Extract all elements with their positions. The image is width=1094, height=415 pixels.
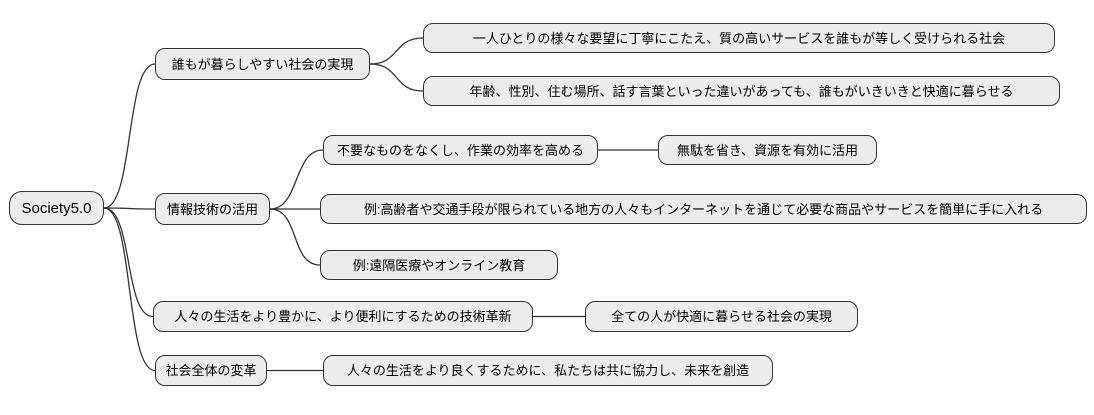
mindmap-node-b2: 情報技術の活用 <box>155 193 270 225</box>
mindmap-node-root: Society5.0 <box>9 191 104 225</box>
mindmap-node-b3c1: 全ての人が快適に暮らせる社会の実現 <box>585 301 858 332</box>
edge-b2-b2c1 <box>269 149 324 210</box>
mindmap-node-b1c2: 年齢、性別、住む場所、話す言葉といった違いがあっても、誰もがいきいきと快適に暮ら… <box>423 76 1060 106</box>
edge-root-b2 <box>103 207 156 210</box>
edge-root-b4 <box>103 207 156 372</box>
mindmap-node-b2c1: 不要なものをなくし、作業の効率を高める <box>323 135 598 165</box>
mindmap-node-b1c1: 一人ひとりの様々な要望に丁寧にこたえ、質の高いサービスを誰もが等しく受けられる社… <box>423 23 1055 53</box>
edge-b2-b2c3 <box>269 208 321 266</box>
mindmap-node-b2c3: 例:遠隔医療やオンライン教育 <box>320 250 558 280</box>
node-label: 人々の生活をより良くするために、私たちは共に協力し、未来を創造 <box>346 363 750 378</box>
node-label: Society5.0 <box>21 199 92 217</box>
node-label: 社会全体の変革 <box>165 363 257 378</box>
edge-root-b3 <box>103 207 154 318</box>
edge-root-b1 <box>103 63 156 209</box>
edge-b1-b1c1 <box>369 37 424 65</box>
mindmap-node-b3: 人々の生活をより豊かに、より便利にするための技術革新 <box>153 301 533 332</box>
node-label: 一人ひとりの様々な要望に丁寧にこたえ、質の高いサービスを誰もが等しく受けられる社… <box>472 30 1006 46</box>
mindmap-node-b2c1c1: 無駄を省き、資源を有効に活用 <box>658 135 877 165</box>
node-label: 例:高齢者や交通手段が限られている地方の人々もインターネットを通じて必要な商品や… <box>363 201 1044 217</box>
node-label: 年齢、性別、住む場所、話す言葉といった違いがあっても、誰もがいきいきと快適に暮ら… <box>469 83 1014 99</box>
node-label: 不要なものをなくし、作業の効率を高める <box>336 142 584 158</box>
edge-b1-b1c2 <box>369 63 424 92</box>
node-label: 誰もが暮らしやすい社会の実現 <box>171 56 354 72</box>
node-label: 例:遠隔医療やオンライン教育 <box>352 257 526 273</box>
mindmap-node-b1: 誰もが暮らしやすい社会の実現 <box>155 48 370 80</box>
node-label: 全ての人が快適に暮らせる社会の実現 <box>611 309 832 324</box>
mindmap-node-b2c2: 例:高齢者や交通手段が限られている地方の人々もインターネットを通じて必要な商品や… <box>320 194 1087 224</box>
mindmap-node-b4c1: 人々の生活をより良くするために、私たちは共に協力し、未来を創造 <box>323 355 773 386</box>
node-label: 情報技術の活用 <box>166 201 258 217</box>
mindmap-node-b4: 社会全体の変革 <box>155 355 267 386</box>
node-label: 無駄を省き、資源を有効に活用 <box>676 142 859 158</box>
node-label: 人々の生活をより豊かに、より便利にするための技術革新 <box>174 309 512 324</box>
